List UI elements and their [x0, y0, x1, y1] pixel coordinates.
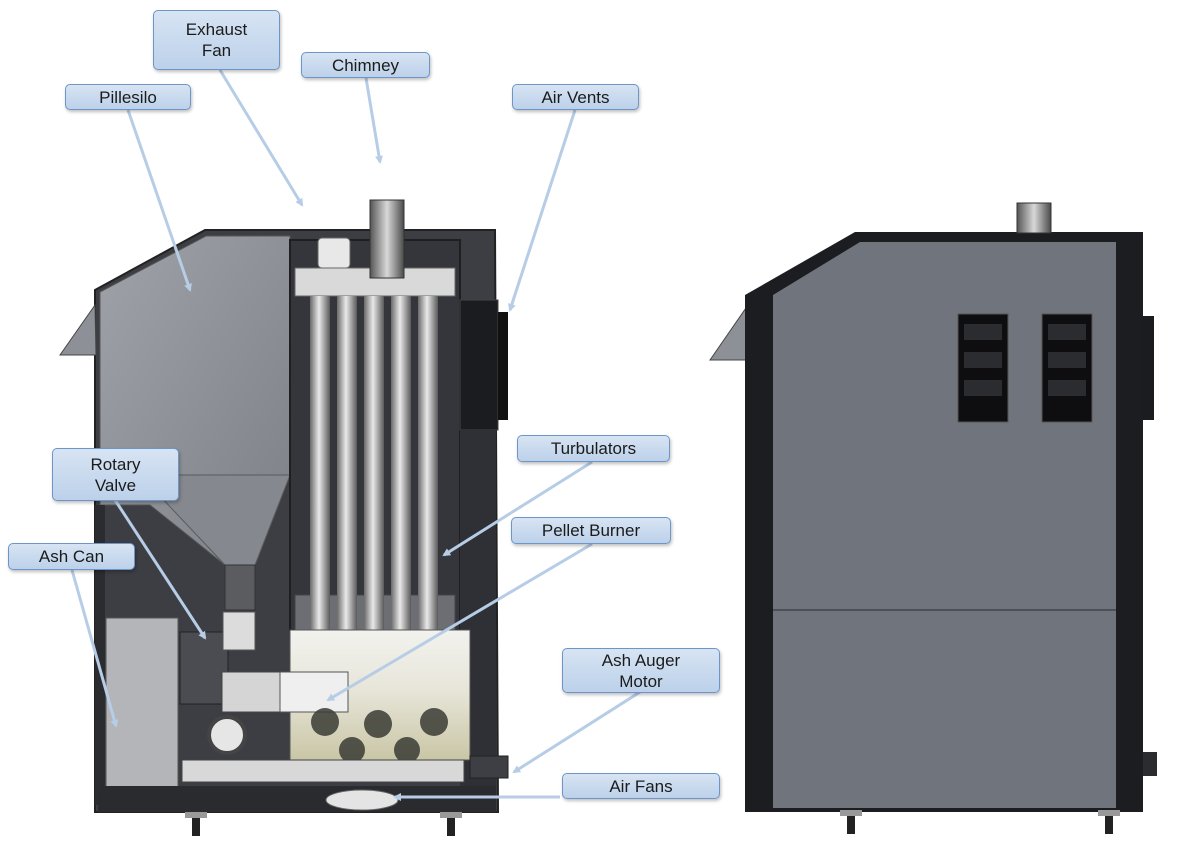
label-rotary-valve-line1: Rotary	[90, 454, 141, 474]
label-ash-auger-motor-line2: Motor	[619, 671, 663, 691]
exhaust-fan-housing	[317, 237, 351, 269]
arrow-air-vents	[508, 109, 577, 312]
exterior-vent-right	[1041, 313, 1093, 423]
label-air-fans: Air Fans	[562, 773, 720, 799]
label-ash-can: Ash Can	[8, 543, 135, 570]
arrow-ash-auger-motor	[512, 690, 641, 774]
label-rotary-valve-line2: Valve	[94, 475, 137, 495]
hopper-spout	[59, 303, 97, 356]
label-exhaust-fan-line1: Exhaust	[185, 20, 248, 39]
chimney-pipe	[369, 199, 405, 279]
silo-outlet	[224, 564, 256, 611]
label-exhaust-fan-line2: Fan	[201, 41, 232, 60]
callout-arrows	[70, 69, 641, 801]
turbulator-tubes	[310, 296, 438, 631]
rotary-valve-top	[222, 611, 256, 651]
label-ash-auger-motor: Ash Auger Motor	[562, 648, 720, 693]
label-exhaust-fan: Exhaust Fan	[153, 10, 280, 70]
ash-auger-motor	[469, 755, 509, 779]
cutaway-boiler	[59, 199, 509, 836]
ash-auger	[181, 759, 465, 783]
rotary-valve	[179, 631, 229, 705]
ash-can	[105, 617, 179, 807]
exterior-vent-left	[957, 313, 1009, 423]
side-handle	[1143, 316, 1154, 420]
air-fan-inlet	[207, 715, 247, 755]
hopper-lid-right	[709, 303, 751, 361]
air-vent-panel	[459, 299, 499, 431]
arrow-rotary-valve	[113, 499, 207, 640]
label-chimney: Chimney	[301, 52, 430, 78]
side-connector	[1143, 752, 1157, 776]
arrow-exhaust-fan	[218, 69, 304, 207]
exterior-boiler	[709, 202, 1157, 834]
label-air-vents: Air Vents	[512, 84, 639, 110]
exterior-side-panel	[773, 242, 1116, 808]
label-rotary-valve: Rotary Valve	[52, 448, 179, 501]
air-fan	[325, 789, 399, 811]
label-ash-auger-motor-line1: Ash Auger	[601, 650, 681, 670]
label-pellet-burner: Pellet Burner	[511, 517, 671, 544]
label-pillesilo: Pillesilo	[65, 84, 191, 110]
pellet-burner	[279, 671, 349, 713]
arrow-turbulators	[442, 460, 593, 557]
boiler-base	[98, 786, 496, 812]
air-vent-grille	[498, 312, 508, 420]
arrow-pillesilo	[126, 109, 192, 292]
chimney-stub	[1016, 202, 1052, 234]
arrow-pellet-burner	[326, 542, 593, 702]
arrow-chimney	[364, 77, 383, 164]
label-turbulators: Turbulators	[517, 435, 670, 462]
arrow-ash-can	[70, 569, 119, 728]
left-wall	[95, 505, 105, 805]
